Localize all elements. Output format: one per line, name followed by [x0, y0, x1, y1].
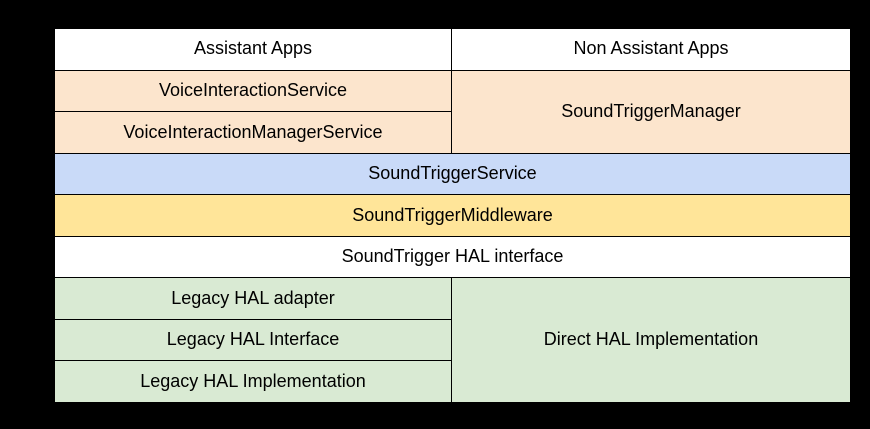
cell-sound-trigger-hal-interface: SoundTrigger HAL interface	[55, 236, 850, 278]
soundtrigger-architecture-diagram: Assistant Apps Non Assistant Apps VoiceI…	[54, 28, 851, 403]
cell-voice-interaction-manager-service: VoiceInteractionManagerService	[55, 112, 451, 153]
cell-voice-interaction-service: VoiceInteractionService	[55, 70, 451, 112]
cell-legacy-hal-interface: Legacy HAL Interface	[55, 319, 451, 361]
cell-sound-trigger-service: SoundTriggerService	[55, 153, 850, 195]
cell-sound-trigger-middleware: SoundTriggerMiddleware	[55, 195, 850, 236]
cell-non-assistant-apps: Non Assistant Apps	[452, 29, 850, 70]
cell-sound-trigger-manager: SoundTriggerManager	[452, 70, 850, 153]
cell-legacy-hal-adapter: Legacy HAL adapter	[55, 278, 451, 319]
cell-assistant-apps: Assistant Apps	[55, 29, 451, 70]
cell-direct-hal-implementation: Direct HAL Implementation	[452, 278, 850, 402]
cell-legacy-hal-implementation: Legacy HAL Implementation	[55, 361, 451, 402]
